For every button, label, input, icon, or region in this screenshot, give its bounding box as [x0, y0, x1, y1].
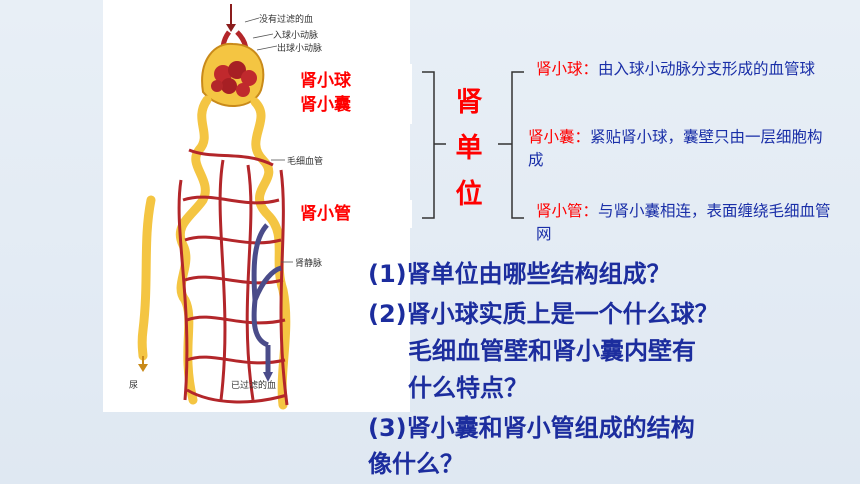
right-brace — [498, 71, 524, 219]
urine-arrowhead — [138, 364, 148, 372]
glomerulus-capsule-label-box: 肾小球 肾小囊 — [294, 64, 412, 124]
filtered-blood-label: 已过滤的血 — [231, 381, 277, 391]
question-3-line-2: 像什么？ — [368, 450, 464, 478]
tubule-label: 肾小管 — [300, 204, 351, 224]
definition-text: 与肾小囊相连，表面缠绕毛细血管网 — [536, 202, 831, 243]
definition-text: 紧贴肾小球，囊壁只由一层细胞构成 — [528, 128, 823, 169]
capillary-label: 毛细血管 — [287, 157, 324, 167]
capsule-label: 肾小囊 — [300, 95, 351, 115]
renal-vein-label: 肾静脉 — [295, 259, 323, 269]
definition-text: 由入球小动脉分支形成的血管球 — [598, 60, 816, 78]
left-brace — [422, 71, 446, 219]
question-3: (3)肾小囊和肾小管组成的结构 — [368, 414, 695, 442]
pointer-lines — [244, 17, 293, 263]
question-2-line-2: 毛细血管壁和肾小囊内壁有 — [408, 337, 696, 365]
glomerulus-shape — [211, 61, 257, 97]
renal-vein-vessel — [251, 223, 282, 375]
definition-capsule: 肾小囊：紧贴肾小球，囊壁只由一层细胞构成 — [528, 126, 828, 172]
question-2: (2)肾小球实质上是一个什么球？ — [368, 300, 719, 328]
main-term-nephron: 肾单位 — [449, 80, 489, 218]
definition-glomerulus: 肾小球：由入球小动脉分支形成的血管球 — [536, 58, 826, 81]
capillary-network — [177, 148, 289, 406]
urine-label: 尿 — [129, 381, 139, 391]
definition-tubule: 肾小管：与肾小囊相连，表面缠绕毛细血管网 — [536, 200, 832, 246]
question-2-line-3: 什么特点？ — [408, 374, 528, 402]
definition-term: 肾小囊： — [528, 128, 591, 146]
vein-arrowhead — [263, 372, 273, 382]
question-1: (1)肾单位由哪些结构组成？ — [368, 260, 671, 288]
nephron-illustration — [137, 4, 293, 410]
tubule-label-box: 肾小管 — [294, 200, 412, 228]
inflow-arrowhead — [226, 24, 236, 32]
definition-term: 肾小球： — [536, 60, 599, 78]
definition-term: 肾小管： — [536, 202, 599, 220]
main-term-text: 肾单位 — [455, 87, 483, 210]
unfiltered-blood-label: 没有过滤的血 — [259, 15, 314, 25]
efferent-arteriole-label: 出球小动脉 — [277, 44, 323, 54]
glomerulus-label: 肾小球 — [300, 71, 351, 91]
tubule-shape — [137, 95, 291, 410]
afferent-arteriole-label: 入球小动脉 — [273, 31, 319, 41]
